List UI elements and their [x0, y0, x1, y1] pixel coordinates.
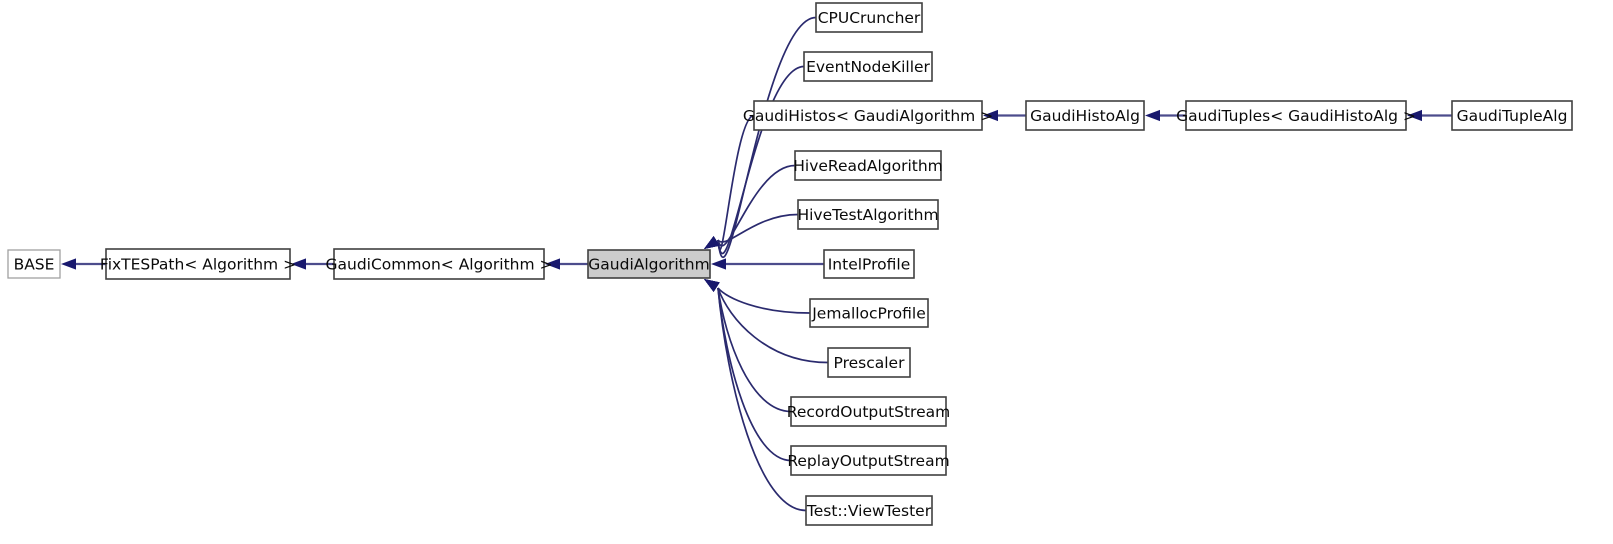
inheritance-arrowhead — [711, 258, 726, 270]
class-node-label: HiveTestAlgorithm — [797, 206, 938, 224]
class-node-box[interactable] — [794, 150, 942, 181]
class-node-box[interactable] — [815, 2, 923, 33]
class-node-label: JemallocProfile — [811, 305, 926, 323]
class-node-box[interactable] — [805, 495, 933, 526]
edge-segment — [717, 287, 792, 413]
class-node-base[interactable]: BASE — [7, 249, 61, 279]
class-node-label: CPUCruncher — [818, 9, 921, 27]
class-node-label: BASE — [14, 256, 55, 274]
class-node-jemallocprofile[interactable]: JemallocProfile — [809, 298, 929, 328]
class-node-gaudicommon[interactable]: GaudiCommon< Algorithm > — [325, 248, 553, 280]
class-node-label: IntelProfile — [828, 256, 911, 274]
edge-layer — [61, 16, 1452, 512]
class-node-gauditoplealg[interactable]: GaudiTupleAlg — [1451, 100, 1573, 131]
class-node-recordoutputstream[interactable]: RecordOutputStream — [787, 396, 950, 427]
class-node-label: EventNodeKiller — [806, 58, 930, 76]
class-node-box[interactable] — [7, 249, 61, 279]
class-node-label: GaudiCommon< Algorithm > — [325, 256, 552, 274]
class-node-box[interactable] — [1025, 100, 1145, 131]
edge-hivereadalgorithm-to-gaudialgorithm — [704, 164, 796, 249]
class-node-box[interactable] — [823, 249, 915, 279]
class-node-label: GaudiHistos< GaudiAlgorithm > — [743, 107, 993, 125]
edge-segment — [717, 287, 807, 512]
class-node-label: HiveReadAlgorithm — [793, 157, 943, 175]
class-node-hivetestalgorithm[interactable]: HiveTestAlgorithm — [797, 199, 939, 230]
inheritance-arrowhead — [1145, 109, 1160, 122]
edge-fixtespath-to-base — [61, 258, 106, 270]
class-node-box[interactable] — [105, 248, 291, 280]
edge-gauditupleshistoalg-to-gaudihistoalg — [1145, 109, 1186, 122]
class-node-label: ReplayOutputStream — [787, 452, 949, 470]
class-node-fixtespath[interactable]: FixTESPath< Algorithm > — [100, 248, 296, 280]
class-node-label: FixTESPath< Algorithm > — [100, 256, 296, 274]
class-node-cpucruncher[interactable]: CPUCruncher — [815, 2, 923, 33]
edge-segment — [717, 114, 755, 251]
inheritance-arrowhead — [61, 258, 76, 270]
edge-segment — [717, 65, 805, 255]
edge-gaudihistoalg-to-gaudihistos — [983, 109, 1026, 122]
edge-gaudialgorithm-to-gaudicommon — [545, 258, 588, 270]
class-node-gaudialgorithm[interactable]: GaudiAlgorithm — [587, 249, 711, 279]
class-node-box[interactable] — [1451, 100, 1573, 131]
edge-segment — [717, 287, 829, 364]
class-node-box[interactable] — [753, 100, 983, 131]
class-node-intelprofile[interactable]: IntelProfile — [823, 249, 915, 279]
edge-intelprofile-to-gaudialgorithm — [711, 258, 824, 270]
class-node-testviewtester[interactable]: Test::ViewTester — [805, 495, 933, 526]
class-node-label: Test::ViewTester — [806, 502, 932, 520]
class-node-hivereadalgorithm[interactable]: HiveReadAlgorithm — [793, 150, 943, 181]
class-node-replayoutputstream[interactable]: ReplayOutputStream — [787, 445, 950, 476]
inheritance-arrowhead — [704, 236, 720, 249]
class-node-box[interactable] — [790, 445, 947, 476]
edge-testviewtester-to-gaudialgorithm — [704, 279, 807, 512]
class-node-box[interactable] — [803, 51, 933, 82]
inheritance-arrowhead — [1407, 109, 1422, 122]
inheritance-arrowhead — [291, 258, 306, 270]
class-node-box[interactable] — [587, 249, 711, 279]
node-layer: BASE FixTESPath< Algorithm > GaudiCommon< … — [7, 2, 1573, 526]
inheritance-arrowhead — [983, 109, 998, 122]
class-node-label: GaudiAlgorithm — [588, 256, 709, 274]
class-node-label: GaudiHistoAlg — [1030, 107, 1140, 125]
class-node-prescaler[interactable]: Prescaler — [827, 347, 911, 378]
edge-gauditoplealg-to-gauditupleshistoalg — [1407, 109, 1452, 122]
class-node-label: RecordOutputStream — [787, 403, 950, 421]
edge-segment — [717, 287, 811, 314]
class-node-label: Prescaler — [834, 354, 906, 372]
edge-segment — [717, 164, 796, 247]
class-node-box[interactable] — [1185, 100, 1407, 131]
class-node-label: GaudiTupleAlg — [1457, 107, 1568, 125]
inheritance-arrowhead — [545, 258, 560, 270]
class-node-box[interactable] — [333, 248, 545, 280]
class-node-box[interactable] — [797, 199, 939, 230]
class-node-eventnodekiller[interactable]: EventNodeKiller — [803, 51, 933, 82]
edge-hivetestalgorithm-to-gaudialgorithm — [704, 213, 799, 249]
edge-gaudicommon-to-fixtespath — [291, 258, 334, 270]
inheritance-arrowhead — [704, 279, 720, 292]
class-node-box[interactable] — [827, 347, 911, 378]
class-node-gaudihistos[interactable]: GaudiHistos< GaudiAlgorithm > — [743, 100, 993, 131]
edge-segment — [717, 287, 792, 462]
edge-segment — [717, 213, 799, 243]
class-node-box[interactable] — [809, 298, 929, 328]
class-node-box[interactable] — [790, 396, 947, 427]
edge-recordoutputstream-to-gaudialgorithm — [704, 279, 792, 413]
class-node-gauditupleshistoalg[interactable]: GaudiTuples< GaudiHistoAlg > — [1176, 100, 1416, 131]
class-node-gaudihistoalg[interactable]: GaudiHistoAlg — [1025, 100, 1145, 131]
edge-segment — [717, 16, 817, 259]
class-node-label: GaudiTuples< GaudiHistoAlg > — [1176, 107, 1416, 125]
